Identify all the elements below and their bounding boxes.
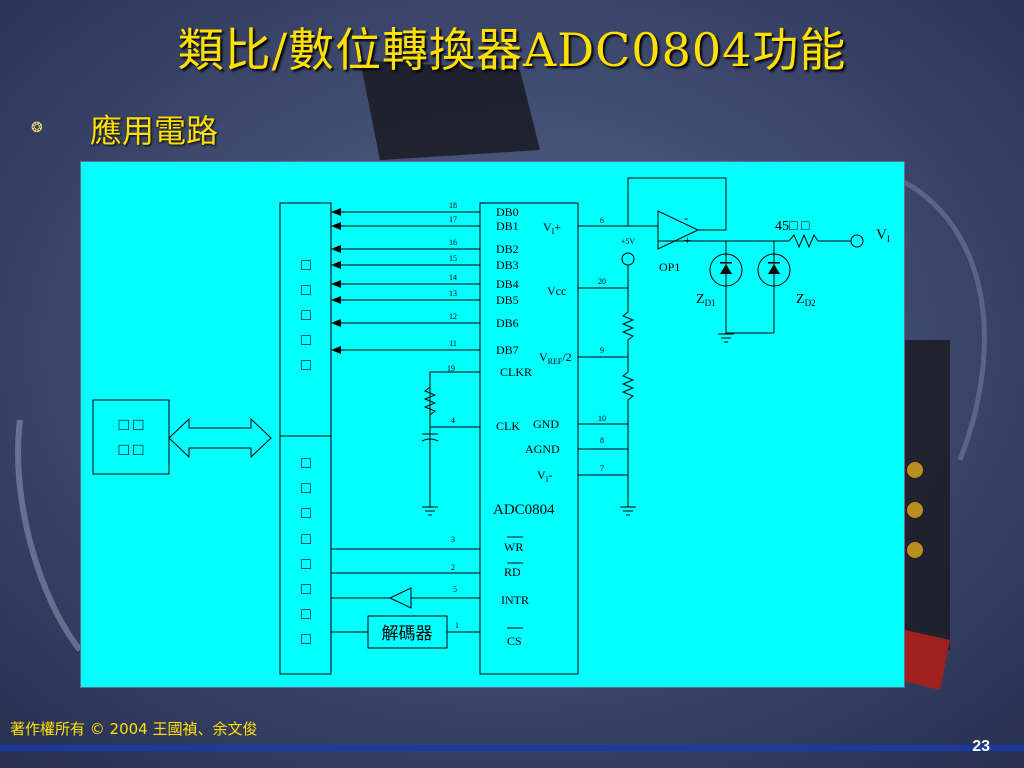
pin-num-10: 10 (598, 414, 606, 423)
control-interface-block (279, 435, 332, 675)
pin-name-intr: INTR (501, 593, 529, 607)
latch-glyph: □ (301, 307, 311, 324)
pin-num-db: 14 (449, 273, 457, 282)
resistor-label: 45□ □ (775, 219, 810, 234)
pin-num-6: 6 (600, 216, 604, 225)
pin-num-db: 13 (449, 289, 457, 298)
pin-name-vref: VREF/2 (539, 350, 572, 366)
data-bus-arrow (331, 280, 341, 288)
sun-bullet-icon: ❂ (31, 120, 43, 136)
interface-glyph: □ (301, 631, 311, 648)
pin-num-db: 16 (449, 238, 457, 247)
clk-resistor (423, 386, 437, 416)
pin-num-db: 15 (449, 254, 457, 263)
opamp-minus-sign: - (684, 211, 688, 225)
pin-name-agnd: AGND (525, 442, 560, 456)
data-bus-arrow (331, 296, 341, 304)
adc-chip-body (479, 202, 579, 675)
input-resistor (788, 233, 819, 249)
pin-name-db: DB0 (496, 205, 519, 219)
pin-num-cs: 1 (455, 621, 459, 630)
interface-glyph: □ (301, 531, 311, 548)
peripheral-label-row2: □ □ (119, 440, 144, 459)
pin-name-vin-plus: VI+ (543, 220, 561, 236)
pin-name-db: DB4 (496, 277, 519, 291)
clkr-wire (429, 371, 480, 507)
pin-num-clkr: 19 (447, 364, 455, 373)
opamp-plus-sign: + (684, 233, 691, 247)
zener-d2 (757, 253, 791, 287)
pin-name-wr: WR (504, 540, 523, 554)
data-bus-arrow (331, 261, 341, 269)
footer-bar (0, 745, 1024, 751)
slide-title: 類比/數位轉換器ADC0804功能 (177, 23, 847, 77)
pin-num-8: 8 (600, 436, 604, 445)
pin-name-cs: CS (507, 634, 522, 648)
pin-num-intr: 5 (453, 585, 457, 594)
intr-buffer (388, 587, 412, 609)
pin-num-9: 9 (600, 346, 604, 355)
interface-glyph: □ (301, 455, 311, 472)
pin-name-vcc: Vcc (547, 284, 566, 298)
pin-num-20: 20 (598, 277, 606, 286)
latch-glyph: □ (301, 282, 311, 299)
clk-capacitor-bottom (421, 438, 439, 442)
interface-glyph: □ (301, 505, 311, 522)
page-number: 23 (972, 738, 990, 755)
op1-amplifier (657, 210, 700, 250)
data-bus-arrow (331, 319, 341, 327)
chip-label: ADC0804 (493, 502, 555, 518)
opamp-label: OP1 (659, 260, 680, 274)
vi-input-label: VI (876, 227, 890, 244)
pin-name-db: DB6 (496, 316, 519, 330)
peripheral-label-row1: □ □ (119, 415, 144, 434)
pin-name-db: DB5 (496, 293, 519, 307)
interface-glyph: □ (301, 556, 311, 573)
pin-name-clkr: CLKR (500, 365, 532, 379)
pin-name-db: DB2 (496, 242, 519, 256)
circuit-schematic: DB018DB117DB216DB315DB414DB513DB612DB711… (92, 177, 890, 675)
pin-name-clk: CLK (496, 419, 520, 433)
zener-d2-label: ZD2 (796, 292, 816, 308)
zener-d1-label: ZD1 (696, 292, 716, 308)
pin-num-7: 7 (600, 464, 604, 473)
interface-glyph: □ (301, 480, 311, 497)
plus5v-terminal (621, 252, 635, 266)
latch-glyph: □ (301, 332, 311, 349)
pin-num-db: 11 (449, 339, 457, 348)
pin-name-db: DB3 (496, 258, 519, 272)
pin-name-gnd: GND (533, 417, 559, 431)
pin-name-db: DB7 (496, 343, 519, 357)
pin-num-db: 12 (449, 312, 457, 321)
latch-glyph: □ (301, 257, 311, 274)
interface-glyph: □ (301, 606, 311, 623)
data-bus-arrow (331, 346, 341, 354)
footer-copyright: 著作權所有 © 2004 王國禎、余文俊 (10, 720, 258, 738)
vi-input-terminal (850, 234, 864, 248)
data-bus-arrow (331, 245, 341, 253)
pin-num-db: 17 (449, 215, 457, 224)
pin-num-wr: 3 (451, 535, 455, 544)
bidirectional-bus-arrow (168, 417, 272, 459)
decoder-label: 解碼器 (382, 624, 433, 643)
pin-name-vin-minus: VI- (537, 468, 552, 484)
pin-name-db: DB1 (496, 219, 519, 233)
pin-name-rd: RD (504, 565, 521, 579)
pin-num-rd: 2 (451, 563, 455, 572)
data-bus-arrow (331, 208, 341, 216)
pin-num-clk: 4 (451, 416, 455, 425)
peripheral-box (92, 399, 170, 475)
latch-glyph: □ (301, 357, 311, 374)
interface-glyph: □ (301, 581, 311, 598)
op1-feedback (627, 177, 727, 231)
vref-divider (621, 265, 635, 507)
slide-subtitle: 應用電路 (90, 112, 219, 150)
pin-num-db: 18 (449, 201, 457, 210)
data-bus-arrow (331, 222, 341, 230)
supply-label: +5V (621, 237, 636, 246)
